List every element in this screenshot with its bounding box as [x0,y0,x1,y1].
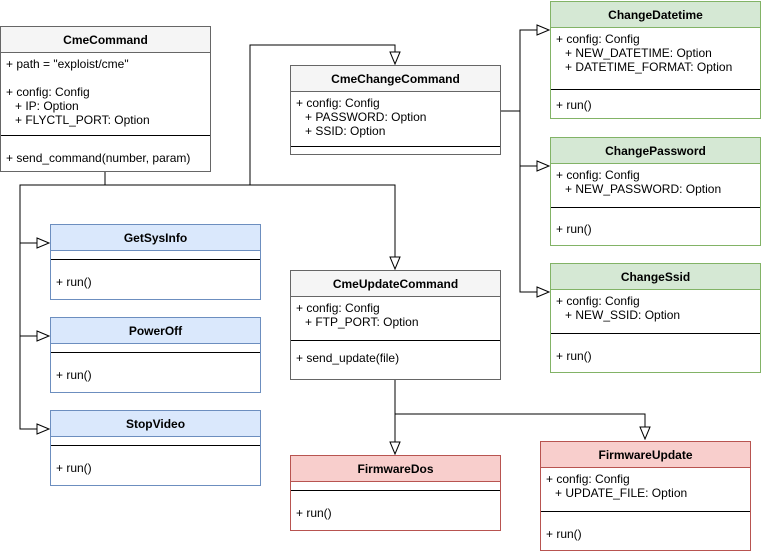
class-methods: + send_command(number, param) [1,136,210,165]
class-attributes: + config: Config + FTP_PORT: Option [291,297,500,341]
class-attributes [51,437,260,446]
class-methods [291,147,500,151]
class-stopvideo: StopVideo + run() [50,410,261,486]
method: + run() [556,349,592,363]
class-cmecommand: CmeCommand + path = "exploist/cme" + con… [0,26,211,172]
edge-cmecommand-to-cmechangecommand [105,44,395,186]
class-title: CmeCommand [1,27,210,53]
attribute: + PASSWORD: Option [305,110,427,124]
class-methods: + run() [51,353,260,382]
class-poweroff: PowerOff + run() [50,317,261,393]
class-title: CmeUpdateCommand [291,271,500,297]
class-cmeupdatecommand: CmeUpdateCommand + config: Config + FTP_… [290,270,501,380]
attribute: + config: Config [556,168,640,182]
attribute: + UPDATE_FILE: Option [555,486,688,500]
class-attributes [51,251,260,260]
class-title: CmeChangeCommand [291,66,500,92]
class-title: StopVideo [51,411,260,437]
attribute: + config: Config [546,472,630,486]
edge-cmechange-to-changessid [519,166,549,292]
attribute: + config: Config [556,32,640,46]
class-methods: + send_update(file) [291,341,500,365]
attribute: + FLYCTL_PORT: Option [15,113,150,127]
class-firmwareupdate: FirmwareUpdate + config: Config + UPDATE… [540,441,751,551]
class-firmwaredos: FirmwareDos + run() [290,455,501,531]
attribute: + config: Config [556,294,640,308]
method: + run() [56,368,92,382]
class-attributes: + config: Config + UPDATE_FILE: Option [541,468,750,512]
attribute: + NEW_PASSWORD: Option [565,182,722,196]
class-attributes: + config: Config + NEW_DATETIME: Option … [551,28,760,90]
method: + run() [296,506,332,520]
edge-cmecommand-to-getsysinfo [19,172,106,243]
edge-cmecommand-to-poweroff [19,243,49,336]
class-methods: + run() [551,90,760,112]
class-title: ChangeDatetime [551,2,760,28]
edge-cmechange-to-changedatetime [500,30,549,112]
method: + run() [556,98,592,112]
attribute: + SSID: Option [305,124,386,138]
class-changedatetime: ChangeDatetime + config: Config + NEW_DA… [550,1,761,119]
class-title: PowerOff [51,318,260,344]
method: + run() [56,461,92,475]
class-methods: + run() [551,208,760,236]
edge-cmecommand-to-cmeupdatecommand [250,184,395,269]
attribute: + NEW_DATETIME: Option [565,46,712,60]
class-changessid: ChangeSsid + config: Config + NEW_SSID: … [550,263,761,373]
class-methods: + run() [51,260,260,289]
method: + run() [546,527,582,541]
class-getsysinfo: GetSysInfo + run() [50,224,261,300]
method: + send_command(number, param) [6,151,191,165]
attribute: + config: Config [296,301,380,315]
class-methods: + run() [291,491,500,520]
method: + send_update(file) [296,351,400,365]
class-methods: + run() [551,334,760,363]
class-methods: + run() [51,446,260,475]
edge-cmeupdate-to-firmwareupdate [395,413,645,439]
class-title: FirmwareUpdate [541,442,750,468]
class-cmechangecommand: CmeChangeCommand + config: Config + PASS… [290,65,501,155]
class-changepassword: ChangePassword + config: Config + NEW_PA… [550,137,761,246]
attribute: + config: Config [296,96,380,110]
class-attributes: + config: Config + NEW_SSID: Option [551,290,760,334]
class-title: ChangePassword [551,138,760,164]
class-title: GetSysInfo [51,225,260,251]
class-attributes: + path = "exploist/cme" + config: Config… [1,53,210,136]
attribute: + DATETIME_FORMAT: Option [565,60,733,74]
attribute: + NEW_SSID: Option [565,308,681,322]
attribute: + FTP_PORT: Option [305,315,419,329]
class-attributes: + config: Config + PASSWORD: Option + SS… [291,92,500,147]
method: + run() [556,222,592,236]
method: + run() [56,275,92,289]
edge-cmecommand-to-stopvideo [19,336,49,429]
attribute: + config: Config [6,85,90,99]
class-attributes [51,344,260,353]
attribute: + path = "exploist/cme" [6,57,129,71]
class-attributes: + config: Config + NEW_PASSWORD: Option [551,164,760,208]
class-attributes [291,482,500,491]
class-methods: + run() [541,512,750,541]
class-title: FirmwareDos [291,456,500,482]
attribute: + IP: Option [15,99,79,113]
edge-cmechange-to-changepassword [519,111,549,166]
class-title: ChangeSsid [551,264,760,290]
